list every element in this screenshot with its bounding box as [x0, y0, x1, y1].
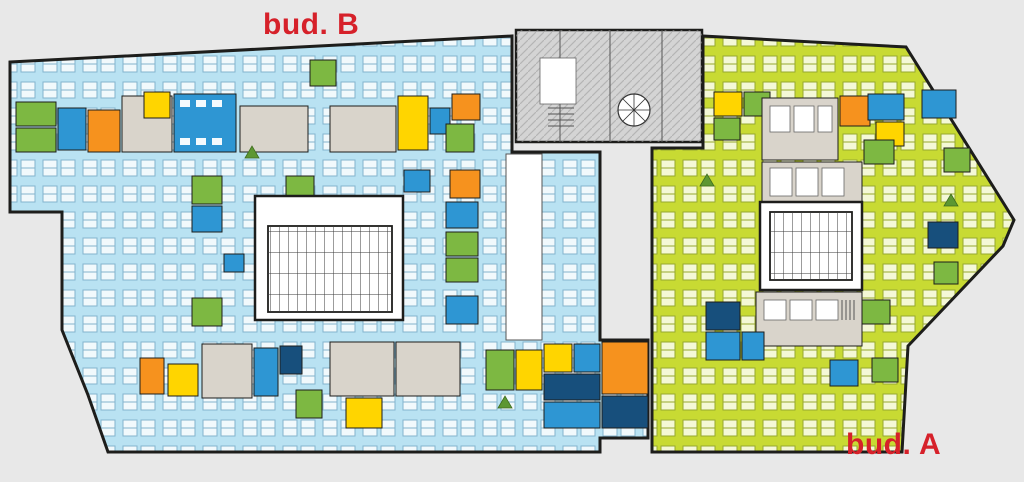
room-block [741, 331, 765, 361]
room-block [345, 397, 383, 429]
building-b-outline [8, 34, 650, 454]
room-block [445, 231, 479, 257]
room-block-wc [867, 93, 905, 121]
room-block [515, 349, 543, 391]
room-block [309, 59, 337, 87]
existing-building [514, 28, 704, 144]
room-block [279, 345, 303, 375]
stair-icon [841, 300, 855, 320]
room-block [223, 253, 245, 273]
room-block [921, 89, 957, 119]
core-room [821, 167, 845, 197]
room-block [403, 169, 431, 193]
stair-icon [548, 107, 574, 127]
core-room [789, 299, 813, 321]
room-block [601, 341, 649, 395]
room-block [201, 343, 253, 399]
wc-fixture [196, 100, 206, 107]
core-room [763, 299, 787, 321]
room-block [705, 331, 741, 361]
room-block [861, 299, 891, 325]
core-room [793, 105, 815, 133]
atrium-b-skylight-grid [268, 226, 392, 312]
room-block [139, 357, 165, 395]
room-block [253, 347, 279, 397]
room-block [167, 363, 199, 397]
core-room [769, 167, 793, 197]
room-block [863, 139, 895, 165]
planter-triangle-icon [943, 193, 959, 207]
atrium-building-a [758, 200, 864, 292]
building-a-label: bud. A [846, 428, 942, 461]
room-block [445, 295, 479, 325]
room-block [713, 91, 743, 117]
existing-room [539, 57, 577, 105]
room-block [943, 147, 971, 173]
room-block [601, 395, 649, 429]
core-room [795, 167, 819, 197]
room-block [57, 107, 87, 151]
core-room [769, 105, 791, 133]
building-b-void-strip [505, 153, 543, 341]
room-block [871, 357, 899, 383]
spiral-stair-spokes [618, 94, 650, 126]
room-block [15, 127, 57, 153]
core-room [817, 105, 833, 133]
room-block [445, 123, 475, 153]
room-block [927, 221, 959, 249]
room-block [239, 105, 309, 153]
room-block [449, 169, 481, 199]
atrium-building-b [253, 194, 405, 322]
room-block [839, 95, 871, 127]
room-block [395, 341, 461, 397]
room-block [87, 109, 121, 153]
room-block [705, 301, 741, 331]
room-block [543, 401, 601, 429]
wc-fixture [196, 138, 206, 145]
atrium-a-skylight-grid [770, 212, 852, 280]
wc-fixture [212, 138, 222, 145]
wc-fixture [212, 100, 222, 107]
wc-fixture [180, 100, 190, 107]
wc-fixture [180, 138, 190, 145]
room-block [429, 107, 451, 135]
room-block [329, 105, 397, 153]
room-block [445, 257, 479, 283]
room-block [485, 349, 515, 391]
building-b-label: bud. B [263, 8, 360, 41]
room-block [933, 261, 959, 285]
rooms-building-a [705, 89, 971, 387]
room-block [15, 101, 57, 127]
room-block [829, 359, 859, 387]
room-block [191, 175, 223, 205]
planter-triangle-icon [497, 395, 513, 409]
rooms-building-b [15, 59, 649, 429]
room-block [451, 93, 481, 121]
room-block [191, 205, 223, 233]
room-block [143, 91, 171, 119]
room-block [445, 201, 479, 229]
room-block [573, 343, 601, 373]
room-block [397, 95, 429, 151]
room-block [543, 373, 601, 401]
room-block [329, 341, 395, 397]
core-room [815, 299, 839, 321]
building-a-outline [650, 34, 1016, 454]
room-block [295, 389, 323, 419]
room-block [713, 117, 741, 141]
planter-triangle-icon [699, 173, 715, 187]
room-block [543, 343, 573, 373]
planter-triangle-icon [244, 145, 260, 159]
room-block [191, 297, 223, 327]
